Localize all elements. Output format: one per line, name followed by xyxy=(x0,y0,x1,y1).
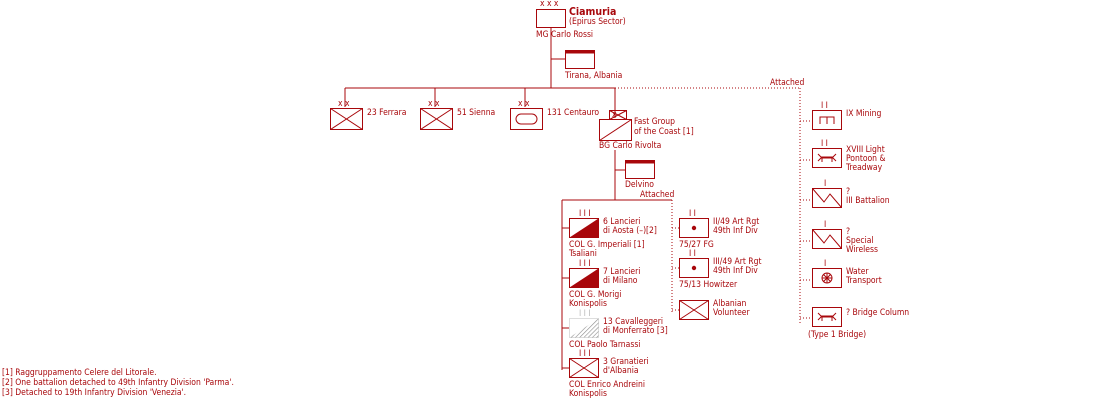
r2-line-3: Treadway xyxy=(846,163,883,173)
hq-title: Ciamuria xyxy=(569,6,617,18)
hq-rank-marks: x x x xyxy=(540,0,559,9)
pontoon-icon xyxy=(812,148,842,168)
footnote-2: [2] One battalion detached to 49th Infan… xyxy=(2,378,234,388)
armor-icon xyxy=(510,108,543,130)
cav4-name-1: 3 Granatieri xyxy=(603,357,649,367)
r4-line-2: Special xyxy=(846,236,874,246)
r6-line-1: ? Bridge Column xyxy=(846,308,910,318)
mid2-name-2: 49th Inf Div xyxy=(713,266,758,276)
r1-rank: I I xyxy=(821,101,828,111)
cav3-name-2: di Monferrato [3] xyxy=(603,326,668,336)
footnote-1: [1] Raggruppamento Celere del Litorale. xyxy=(2,368,157,378)
cav1-rank: I I I xyxy=(579,209,591,219)
fastgroup-name-2: of the Coast [1] xyxy=(634,127,694,137)
hq-commander: MG Carlo Rossi xyxy=(536,30,594,40)
pontoon-icon xyxy=(812,307,842,327)
cav3-name-1: 13 Cavalleggeri xyxy=(603,317,664,327)
mid1-name-2: 49th Inf Div xyxy=(713,226,758,236)
cav2-cmd-1: COL G. Morigi xyxy=(569,290,622,300)
division-sienna: 51 Sienna xyxy=(457,108,496,118)
mid2-sub: 75/13 Howitzer xyxy=(679,280,738,290)
cav3-rank: I I I xyxy=(579,309,591,319)
cavalry-icon xyxy=(599,119,632,141)
artillery-icon xyxy=(679,218,709,238)
signal-icon xyxy=(812,188,842,208)
cav4-cmd-2: Konispolis xyxy=(569,389,607,399)
cav3-cmd-1: COL Paolo Tarnassi xyxy=(569,340,641,350)
artillery-icon xyxy=(679,258,709,278)
infantry-icon xyxy=(569,358,599,378)
cav4-name-2: d'Albania xyxy=(603,366,639,376)
r3-line-1: ? xyxy=(846,187,851,197)
division-centauro: 131 Centauro xyxy=(547,108,600,118)
transport-icon xyxy=(812,268,842,288)
r6-sub: (Type 1 Bridge) xyxy=(808,330,867,340)
cav1-cmd-1: COL G. Imperiali [1] xyxy=(569,240,645,250)
hq-unit-label: Tirana, Albania xyxy=(565,71,623,81)
hq-unit-icon xyxy=(565,50,595,69)
cavalry-icon xyxy=(569,268,599,288)
r2-line-2: Pontoon & xyxy=(846,154,886,164)
r4-line-3: Wireless xyxy=(846,245,878,255)
attached-label-mid: Attached xyxy=(640,190,675,200)
r5-rank: I xyxy=(824,259,827,269)
division-ferrara: 23 Ferrara xyxy=(367,108,407,118)
cav2-rank: I I I xyxy=(579,259,591,269)
fastgroup-rank: x xyxy=(612,110,617,120)
cav2-name-2: di Milano xyxy=(603,276,638,286)
infantry-icon xyxy=(330,108,363,130)
fastgroup-hq-label: Delvino xyxy=(625,180,654,190)
mid1-rank: I I xyxy=(689,209,696,219)
cav1-cmd-2: Tsaliani xyxy=(569,249,597,259)
sienna-rank: x x xyxy=(428,99,440,109)
fastgroup-hq-icon xyxy=(625,160,655,179)
mid3-name-2: Volunteer xyxy=(713,308,750,318)
cavalry-icon xyxy=(569,218,599,238)
footnote-3: [3] Detached to 19th Infantry Division '… xyxy=(2,388,187,398)
cav2-name-1: 7 Lancieri xyxy=(603,267,641,277)
r5-line-2: Transport xyxy=(846,276,882,286)
r5-line-1: Water xyxy=(846,267,869,277)
r3-line-2: III Battalion xyxy=(846,196,890,206)
mid3-name-1: Albanian xyxy=(713,299,747,309)
ferrara-rank: x x xyxy=(338,99,350,109)
cav4-cmd-1: COL Enrico Andreini xyxy=(569,380,645,390)
hq-symbol-icon xyxy=(536,9,566,28)
mid2-rank: I I xyxy=(689,249,696,259)
fastgroup-commander: BG Carlo Rivolta xyxy=(599,141,662,151)
r4-line-1: ? xyxy=(846,227,851,237)
r1-line-1: IX Mining xyxy=(846,109,882,119)
centauro-rank: x x xyxy=(518,99,530,109)
cav2-cmd-2: Konispolis xyxy=(569,299,607,309)
engineer-icon xyxy=(812,110,842,130)
r2-line-1: XVIII Light xyxy=(846,145,885,155)
hq-subtitle: (Epirus Sector) xyxy=(569,17,626,27)
infantry-icon xyxy=(679,300,709,320)
fastgroup-name-1: Fast Group xyxy=(634,117,675,127)
r4-rank: I xyxy=(824,220,827,230)
mid1-name-1: II/49 Art Rgt xyxy=(713,217,760,227)
infantry-icon xyxy=(420,108,453,130)
cav1-name-1: 6 Lancieri xyxy=(603,217,641,227)
r2-rank: I I xyxy=(821,139,828,149)
attached-label-top: Attached xyxy=(770,78,805,88)
signal-icon xyxy=(812,229,842,249)
mid2-name-1: III/49 Art Rgt xyxy=(713,257,762,267)
mid1-sub: 75/27 FG xyxy=(679,240,714,250)
cavalry-detached-icon xyxy=(569,318,599,338)
cav4-rank: I I I xyxy=(579,349,591,359)
r3-rank: I xyxy=(824,179,827,189)
cav1-name-2: di Aosta (–)[2] xyxy=(603,226,657,236)
